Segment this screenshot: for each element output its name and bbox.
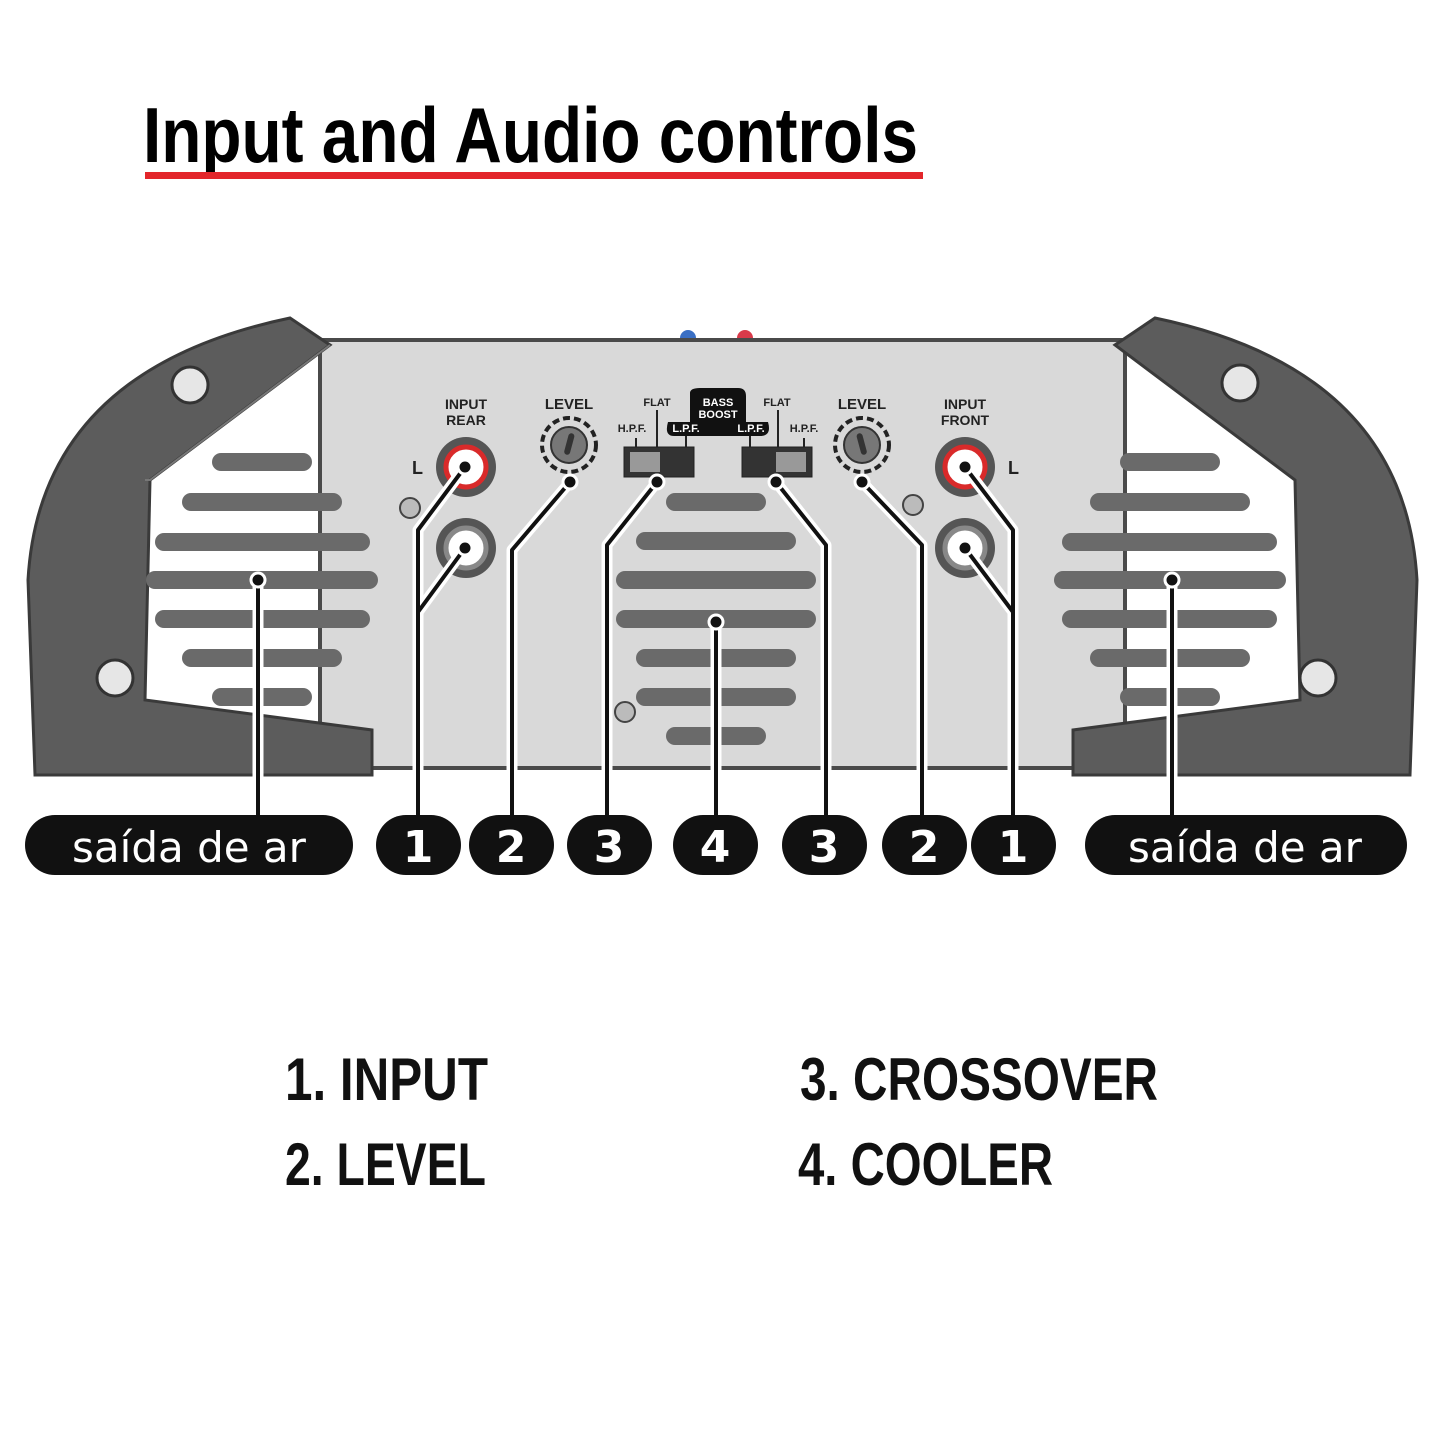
cooler-slots — [146, 453, 1286, 745]
air-outlet-label-left: saída de ar — [72, 823, 307, 872]
hpf-label-left: H.P.F. — [618, 423, 647, 435]
callout-number-2-left: 2 — [496, 822, 527, 873]
callout-number-1-right: 1 — [998, 822, 1029, 873]
input-rear-label-2: REAR — [446, 412, 486, 428]
flat-label-left: FLAT — [643, 397, 671, 409]
callout-air-outlet-left: saída de ar — [25, 815, 353, 875]
bass-boost-label-2: BOOST — [698, 409, 737, 421]
right-wing — [1071, 316, 1419, 777]
callout-air-outlet-right: saída de ar — [1085, 815, 1407, 875]
title-underline — [145, 172, 923, 179]
legend-item-cooler: 4. COOLER — [798, 1131, 1053, 1198]
level-label-left: LEVEL — [545, 396, 593, 413]
page-title: Input and Audio controls — [143, 91, 918, 179]
level-label-right: LEVEL — [838, 396, 886, 413]
flat-label-right: FLAT — [763, 397, 791, 409]
leader-lines — [249, 458, 1181, 821]
callout-numbers: 1 2 3 4 3 2 1 — [376, 815, 1056, 875]
crossover-switch-right[interactable] — [741, 410, 813, 478]
lpf-label-right: L.P.F. — [737, 423, 764, 435]
input-front-label-2: FRONT — [941, 412, 990, 428]
channel-l-right: L — [1008, 458, 1019, 478]
air-outlet-label-right: saída de ar — [1128, 823, 1363, 872]
legend-item-input: 1. INPUT — [285, 1046, 488, 1113]
hpf-label-right: H.P.F. — [790, 423, 819, 435]
amplifier-illustration: INPUT REAR INPUT FRONT L L LEVEL LEVEL — [26, 316, 1419, 777]
callout-number-3-left: 3 — [594, 822, 625, 873]
level-knob-left[interactable] — [540, 416, 598, 474]
callout-number-1-left: 1 — [403, 822, 434, 873]
legend-item-crossover: 3. CROSSOVER — [800, 1046, 1158, 1113]
crossover-switch-left[interactable] — [623, 410, 695, 478]
callout-number-2-right: 2 — [909, 822, 940, 873]
bass-boost-label-1: BASS — [703, 397, 734, 409]
bass-boost-badge — [666, 388, 769, 436]
legend: 1. INPUT 2. LEVEL 3. CROSSOVER 4. COOLER — [285, 1046, 1158, 1198]
lpf-label-left: L.P.F. — [672, 423, 699, 435]
input-rear-label-1: INPUT — [445, 396, 487, 412]
callout-number-4: 4 — [700, 822, 731, 873]
wing-screws — [95, 363, 1338, 698]
callout-number-3-right: 3 — [809, 822, 840, 873]
channel-l-left: L — [412, 458, 423, 478]
legend-item-level: 2. LEVEL — [285, 1131, 486, 1198]
level-knob-right[interactable] — [833, 416, 891, 474]
input-front-label-1: INPUT — [944, 396, 986, 412]
